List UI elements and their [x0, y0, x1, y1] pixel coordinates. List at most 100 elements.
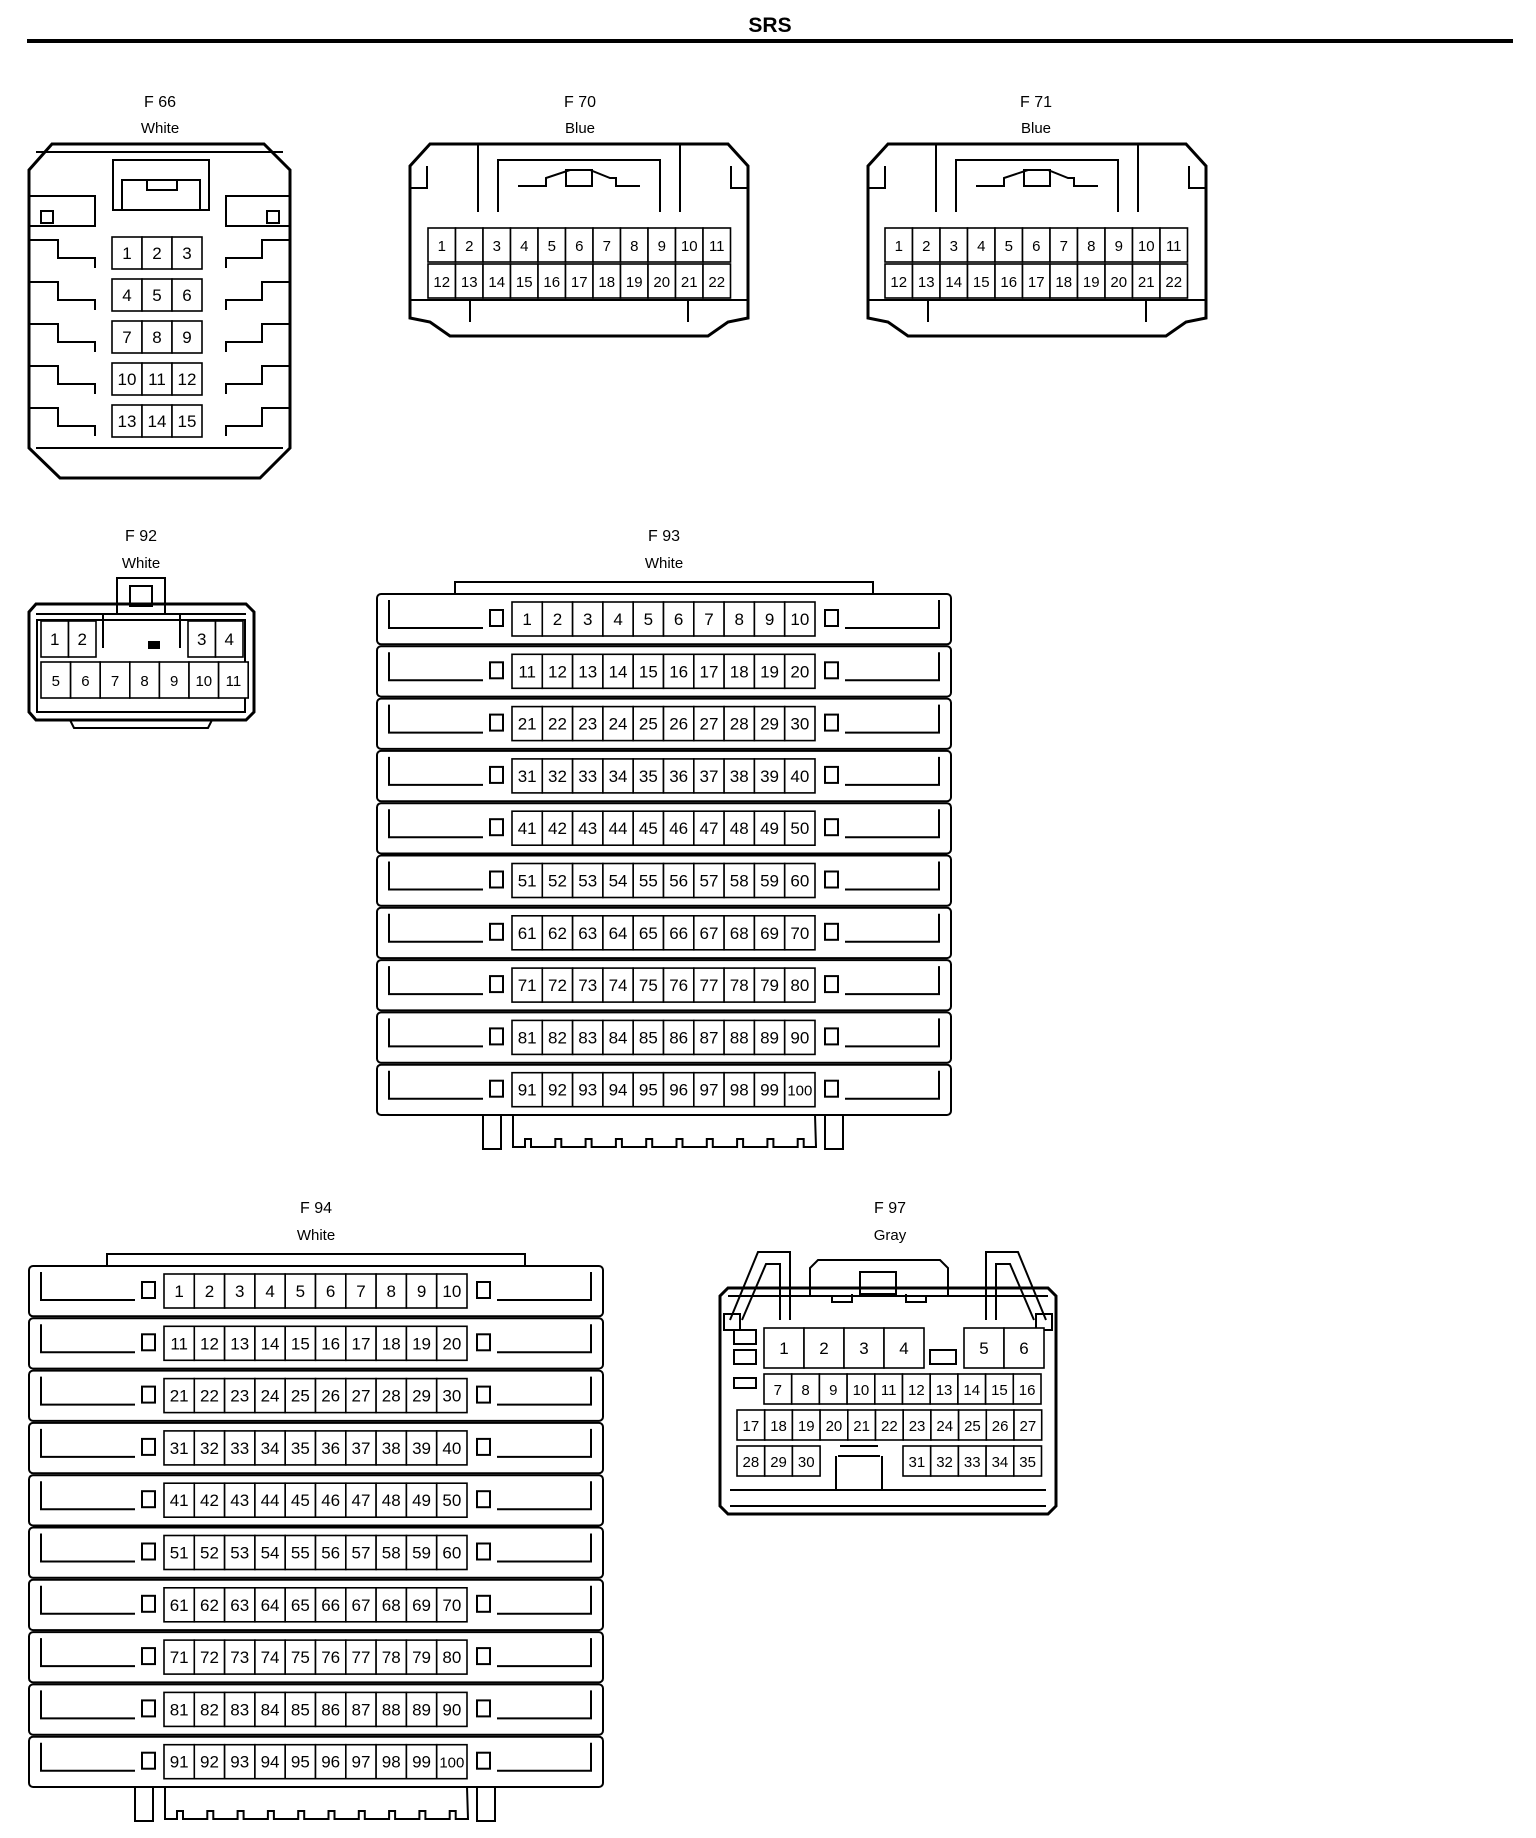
- pin-cell: 4: [602, 601, 635, 637]
- pin-cell: 11: [873, 1373, 904, 1405]
- pin-number: 31: [518, 767, 537, 786]
- pin-cell: 28: [736, 1445, 766, 1477]
- pin-number: 8: [152, 328, 161, 347]
- pin-row-housing: [376, 802, 952, 855]
- pin-number: 5: [296, 1282, 305, 1301]
- pin-cell: 6: [1003, 1327, 1045, 1369]
- pin-box: [692, 967, 725, 1003]
- pin-cell: 46: [662, 810, 695, 847]
- pin-number: 12: [200, 1334, 219, 1353]
- pin-cell: 42: [541, 810, 574, 847]
- pin-row-housing: [376, 697, 952, 750]
- pin-cell: 8: [1076, 227, 1106, 263]
- pin-cell: 22: [702, 263, 732, 299]
- pin-box: [571, 758, 604, 794]
- pin-row-housing: [28, 1369, 604, 1422]
- pin-box: [985, 1409, 1015, 1441]
- pin-number: 73: [578, 976, 597, 995]
- pin-number: 5: [52, 673, 60, 690]
- pin-cell: 8: [790, 1373, 821, 1405]
- pin-cell: 97: [344, 1743, 377, 1780]
- pin-number: 34: [609, 767, 628, 786]
- pin-row-housing: [376, 1063, 952, 1116]
- pin-cell: 18: [375, 1325, 408, 1362]
- lock-square: [476, 1594, 491, 1613]
- pin-number: 17: [1028, 274, 1045, 291]
- pin-cell: 13: [929, 1373, 959, 1405]
- pin-cell: 7: [592, 227, 622, 263]
- pin-cell: 53: [223, 1534, 256, 1571]
- pin-cell: 20: [1104, 263, 1134, 299]
- pin-number: 3: [859, 1339, 868, 1358]
- pin-box: [571, 653, 604, 690]
- pin-cell: 53: [571, 862, 604, 899]
- pin-number: 10: [1138, 238, 1155, 255]
- pin-number: 95: [639, 1081, 658, 1100]
- lock-square: [489, 975, 504, 994]
- pin-box: [254, 1430, 286, 1466]
- pin-cell: 6: [171, 278, 203, 312]
- pin-box: [111, 278, 143, 312]
- pin-cell: 11: [141, 362, 173, 396]
- pin-number: 84: [261, 1700, 280, 1719]
- pin-cell: 11: [163, 1325, 196, 1362]
- pin-number: 53: [578, 872, 597, 891]
- pin-cell: 29: [763, 1445, 794, 1477]
- pin-row-housing: [376, 749, 952, 803]
- pin-cell: 95: [632, 1071, 665, 1108]
- pin-box: [632, 914, 665, 951]
- page-title: SRS: [748, 14, 791, 37]
- pin-cell: 10: [783, 601, 816, 637]
- pin-number: 14: [963, 1382, 980, 1399]
- pin-number: 21: [170, 1387, 189, 1406]
- pin-number: 10: [118, 370, 137, 389]
- pin-number: 57: [699, 872, 718, 891]
- pin-box: [223, 1587, 256, 1623]
- pin-box: [1159, 227, 1189, 263]
- pin-box: [753, 1019, 786, 1056]
- pin-number: 88: [730, 1028, 749, 1047]
- lock-square: [824, 661, 839, 680]
- pin-cell: 9: [753, 601, 786, 637]
- pin-cell: 8: [141, 320, 173, 354]
- pin-number: 8: [1087, 238, 1095, 255]
- pin-cell: 57: [692, 862, 725, 899]
- pin-cell: 61: [163, 1587, 196, 1623]
- lock-square: [476, 1490, 491, 1509]
- pin-number: 19: [1083, 274, 1100, 291]
- pin-cell: 2: [141, 236, 173, 270]
- pin-number: 98: [382, 1753, 401, 1772]
- pin-number: 23: [909, 1418, 926, 1435]
- pin-cell: 10: [435, 1273, 468, 1309]
- pin-number: 10: [195, 673, 212, 690]
- pin-number: 46: [321, 1491, 340, 1510]
- pin-cell: 24: [254, 1377, 286, 1414]
- pin-cell: 33: [571, 758, 604, 794]
- pin-number: 16: [321, 1334, 340, 1353]
- pin-box: [602, 653, 635, 690]
- pin-number: 40: [442, 1439, 461, 1458]
- pin-number: 42: [200, 1491, 219, 1510]
- pin-cell: 89: [753, 1019, 786, 1056]
- pin-cell: 33: [223, 1430, 256, 1466]
- pin-cell: 25: [632, 705, 665, 742]
- pin-box: [344, 1534, 377, 1571]
- pin-number: 2: [819, 1339, 828, 1358]
- pin-number: 89: [412, 1700, 431, 1719]
- pin-number: 65: [639, 924, 658, 943]
- pin-cell: 81: [511, 1019, 544, 1056]
- pin-cell: 9: [1104, 227, 1134, 263]
- pin-cell: 17: [344, 1325, 377, 1362]
- pin-cell: 46: [314, 1482, 347, 1518]
- lock-square: [824, 1027, 839, 1046]
- pin-number: 20: [442, 1334, 461, 1353]
- pin-cell: 44: [602, 810, 635, 847]
- pin-box: [723, 653, 756, 690]
- pin-box: [511, 862, 544, 899]
- pin-box: [223, 1743, 256, 1780]
- pin-cell: 5: [963, 1327, 1005, 1369]
- pin-cell: 10: [1131, 227, 1161, 263]
- pin-box: [1131, 227, 1161, 263]
- pin-cell: 78: [375, 1639, 408, 1675]
- pin-cell: 71: [163, 1639, 196, 1675]
